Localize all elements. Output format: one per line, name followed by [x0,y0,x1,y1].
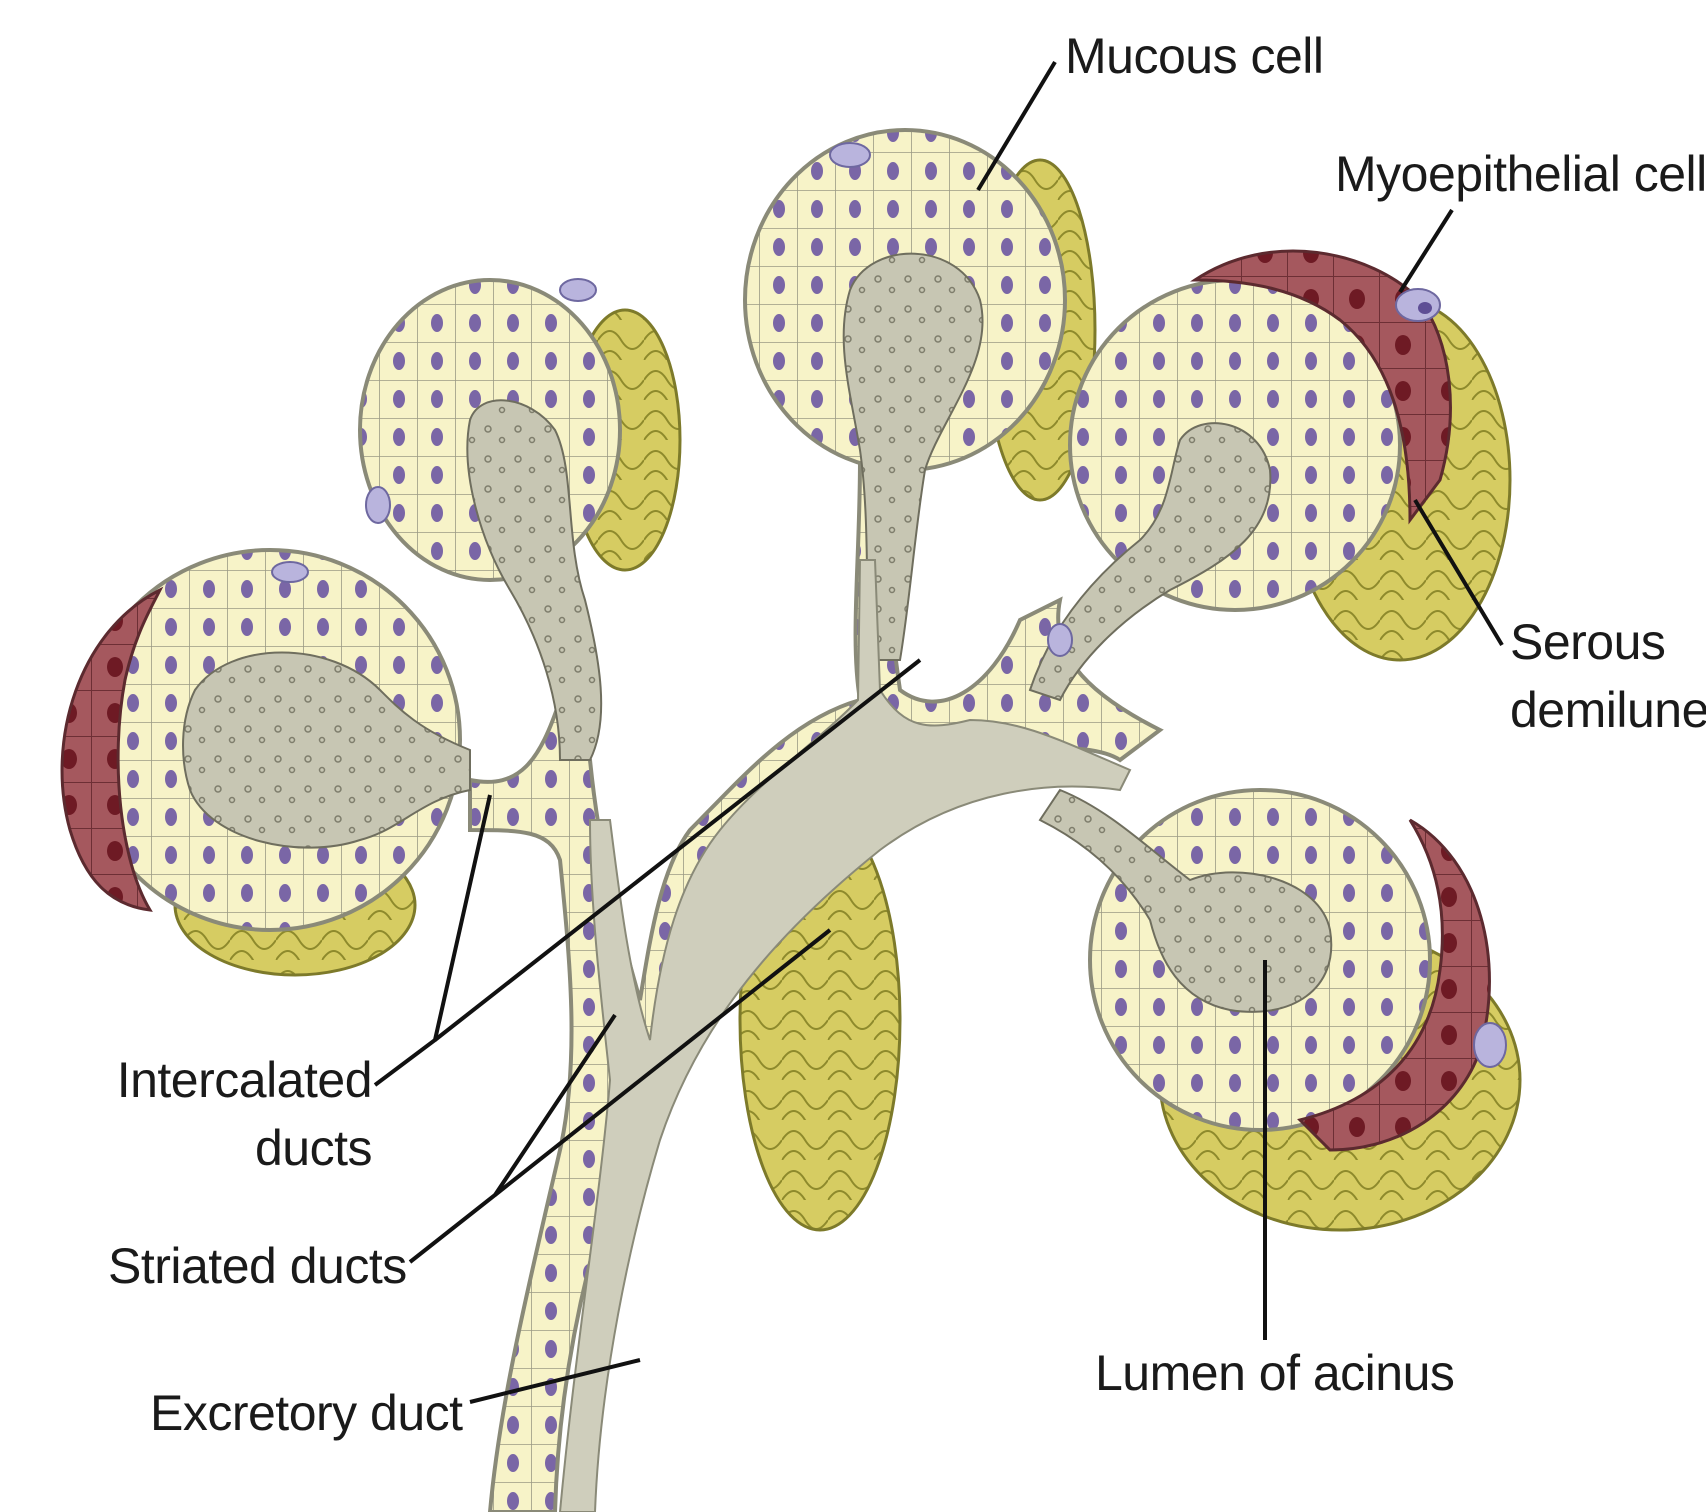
leader-myoepithelial-cell [1400,210,1452,292]
label-intercalated-line1: Intercalated [117,1052,372,1108]
label-lumen-of-acinus: Lumen of acinus [1095,1345,1454,1401]
label-serous-line1: Serous [1510,614,1665,670]
label-mucous-cell: Mucous cell [1065,28,1324,84]
label-serous-line2: demilune [1510,682,1706,738]
label-striated-ducts: Striated ducts [108,1238,407,1294]
label-excretory-duct: Excretory duct [150,1385,463,1441]
label-intercalated-line2: ducts [255,1120,372,1176]
label-myoepithelial-cell: Myoepithelial cell [1335,146,1706,202]
